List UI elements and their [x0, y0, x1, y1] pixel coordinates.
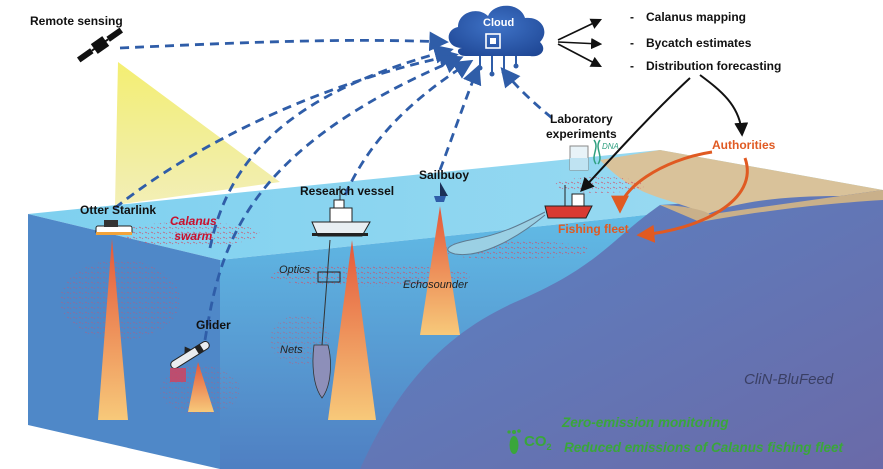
calanus-swarm-label: Calanus swarm	[170, 214, 217, 243]
data-links	[114, 31, 553, 341]
glider-beam	[188, 362, 214, 412]
net-cable	[321, 239, 331, 346]
sailbuoy-icon	[434, 182, 448, 202]
remote-sensing-beam	[115, 62, 280, 205]
project-label: CliN-BluFeed	[744, 371, 834, 388]
link-sailbuoy	[438, 64, 482, 171]
lab-beaker-icon	[569, 145, 589, 171]
link-lab	[500, 66, 553, 120]
footprint-icon	[507, 429, 521, 454]
research-vessel-label: Research vessel	[300, 184, 395, 198]
swarm-patch	[555, 177, 645, 193]
link-glider	[208, 44, 454, 249]
glider-sensor	[170, 368, 186, 382]
nets-label: Nets	[280, 344, 303, 356]
echosounder-label: Echosounder	[403, 279, 468, 291]
otter-starlink-icon	[95, 220, 133, 235]
output-calanus-mapping: Calanus mapping	[646, 10, 747, 24]
plankton-net	[312, 344, 331, 399]
optics-frame	[317, 271, 341, 283]
reduced-emissions-label: Reduced emissions of Calanus fishing fle…	[564, 440, 844, 455]
link-otter	[114, 48, 459, 210]
swarm-patch	[60, 260, 180, 340]
glider-icon	[170, 340, 210, 370]
chip-icon	[485, 33, 501, 49]
sailbuoy-beam	[420, 206, 460, 335]
trawl-net	[447, 211, 546, 256]
output-bullet-2: -	[630, 36, 634, 50]
remote-sensing-label: Remote sensing	[30, 14, 123, 28]
dna-icon	[593, 139, 601, 165]
output-bycatch-estimates: Bycatch estimates	[646, 36, 752, 50]
vessel-beam	[328, 240, 376, 420]
zero-emission-label: Zero-emission monitoring	[562, 415, 729, 430]
cloud-icon	[448, 5, 545, 77]
dna-label: DNA	[602, 142, 619, 151]
otter-starlink-label: Otter Starlink	[80, 203, 157, 217]
seabed-slope	[360, 190, 883, 469]
swarm-patch	[120, 222, 260, 246]
link-vessel	[343, 59, 474, 196]
output-bullet-3: -	[630, 59, 634, 73]
sailbuoy-label: Sailbuoy	[419, 168, 470, 182]
otter-beam	[98, 238, 128, 420]
fishing-vessel-icon	[544, 185, 593, 219]
laboratory-experiments-label: Laboratory experiments	[546, 112, 617, 141]
cloud-label: Cloud	[483, 17, 515, 29]
co2-label: CO2	[524, 433, 552, 452]
satellite-icon	[76, 27, 124, 63]
link-glider-deep	[203, 55, 464, 341]
glider-label: Glider	[196, 318, 231, 332]
output-bullet-1: -	[630, 10, 634, 24]
link-satellite	[119, 31, 449, 52]
research-vessel-icon	[311, 186, 371, 237]
authorities-label: Authorities	[712, 138, 776, 152]
fishing-fleet-label: Fishing fleet	[558, 222, 629, 236]
output-arrows	[557, 18, 749, 193]
optics-label: Optics	[279, 264, 311, 276]
authority-arrows	[611, 150, 749, 243]
echosounder-beams	[98, 206, 460, 420]
output-distribution-forecasting: Distribution forecasting	[646, 59, 782, 73]
land-surface	[600, 150, 883, 215]
